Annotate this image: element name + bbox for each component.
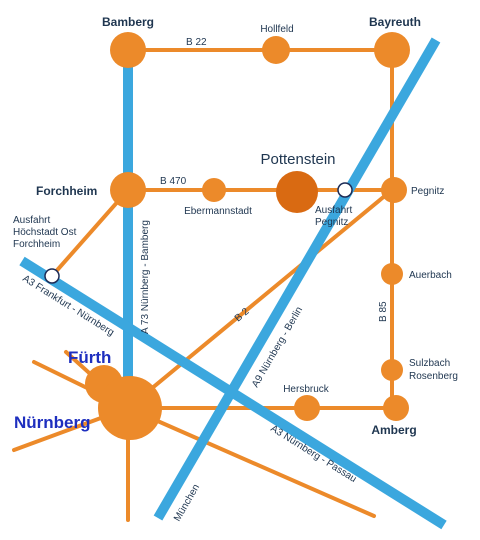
motorway-a9: [153, 37, 441, 521]
label-exit-hoechstadt-line3: Forchheim: [13, 239, 60, 250]
city-ebermannstadt-marker: [202, 178, 226, 202]
label-hollfeld: Hollfeld: [260, 24, 293, 35]
label-ebermannstadt: Ebermannstadt: [184, 206, 252, 217]
label-fuerth: Fürth: [68, 348, 111, 367]
label-pottenstein: Pottenstein: [260, 151, 335, 168]
road-forchheim-hoechstadt: [50, 188, 130, 278]
label-sulzbach-line2: Rosenberg: [409, 371, 458, 382]
label-road-a73: A 73 Nürnberg - Bamberg: [140, 220, 151, 334]
label-road-b22: B 22: [186, 37, 207, 48]
label-bayreuth: Bayreuth: [369, 15, 421, 29]
label-exit-hoechstadt-line2: Höchstadt Ost: [13, 227, 77, 238]
exit-labels: Ausfahrt Pegnitz Ausfahrt Höchstadt Ost …: [13, 205, 352, 250]
motorways: [19, 37, 447, 530]
city-auerbach-marker: [381, 263, 403, 285]
label-road-b470: B 470: [160, 176, 187, 187]
label-exit-hoechstadt-line1: Ausfahrt: [13, 215, 50, 226]
city-sulzbach-marker: [381, 359, 403, 381]
city-markers: [85, 32, 410, 440]
label-auerbach: Auerbach: [409, 270, 452, 281]
city-amberg-marker: [383, 395, 409, 421]
label-exit-pegnitz-line1: Ausfahrt: [315, 205, 352, 216]
exit-markers: [44, 182, 353, 284]
city-pegnitz-marker: [381, 177, 407, 203]
city-bayreuth-marker: [374, 32, 410, 68]
city-labels: Bamberg Hollfeld Bayreuth Forchheim Eber…: [14, 15, 458, 437]
exit-pegnitz-marker: [337, 182, 353, 198]
road-south-east: [126, 406, 376, 518]
label-pegnitz: Pegnitz: [411, 186, 444, 197]
federal-roads: [12, 48, 398, 522]
label-hersbruck: Hersbruck: [283, 384, 330, 395]
label-sulzbach-line1: Sulzbach: [409, 358, 450, 369]
city-pottenstein-marker: [276, 171, 318, 213]
label-nuernberg: Nürnberg: [14, 413, 91, 432]
city-bamberg-marker: [110, 32, 146, 68]
city-nuernberg-marker: [98, 376, 162, 440]
label-forchheim: Forchheim: [36, 184, 97, 198]
label-amberg: Amberg: [371, 423, 416, 437]
label-road-b85: B 85: [378, 301, 389, 322]
exit-hoechstadt-marker: [44, 268, 60, 284]
city-hollfeld-marker: [262, 36, 290, 64]
road-b2: [126, 188, 394, 410]
label-bamberg: Bamberg: [102, 15, 154, 29]
city-forchheim-marker: [110, 172, 146, 208]
label-exit-pegnitz-line2: Pegnitz: [315, 217, 348, 228]
city-hersbruck-marker: [294, 395, 320, 421]
